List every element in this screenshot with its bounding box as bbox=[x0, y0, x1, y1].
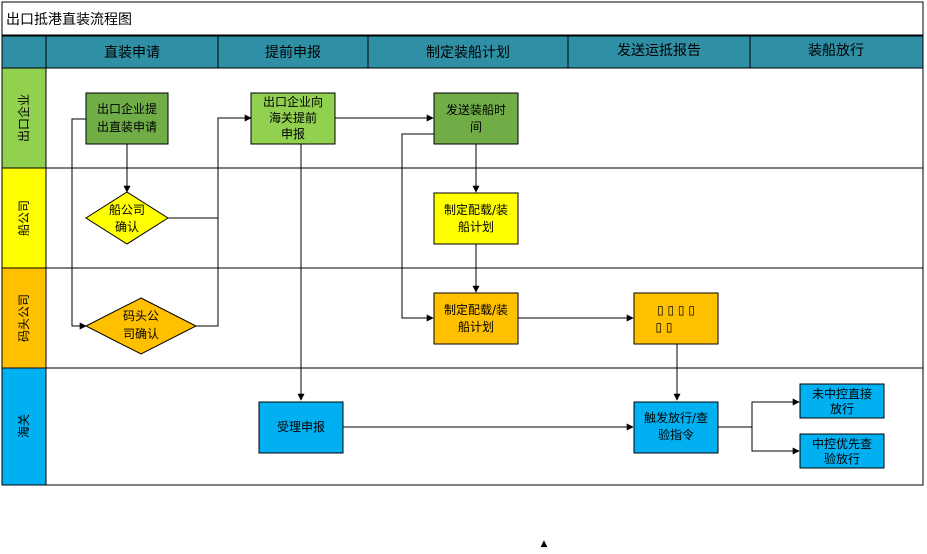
lane-label-terminal: 码头公司 bbox=[17, 294, 31, 342]
lane-header-export bbox=[1, 67, 47, 169]
edge-n2-n4 bbox=[168, 114, 252, 219]
lane-label-customs: 海关 bbox=[16, 414, 31, 438]
column-header-1 bbox=[45, 35, 219, 69]
lane-header-customs bbox=[1, 367, 47, 486]
node-n2: 船公司确认 bbox=[85, 191, 169, 245]
svg-text:码头公司确认: 码头公司确认 bbox=[123, 309, 159, 341]
edge-n6-n8 bbox=[401, 133, 434, 322]
svg-text:触发放行/查验指令: 触发放行/查验指令 bbox=[644, 410, 708, 442]
svg-text:制定配载/装船计划: 制定配载/装船计划 bbox=[444, 202, 508, 234]
edge-n10-n11 bbox=[751, 398, 800, 427]
node-n4: 出口企业向海关提前申报 bbox=[250, 92, 336, 145]
diagram-title: 出口抵港直装流程图 bbox=[6, 11, 132, 28]
lane-label-ship: 船公司 bbox=[17, 200, 31, 236]
svg-text:发送装船时间: 发送装船时间 bbox=[446, 102, 506, 134]
node-n8: 制定配载/装船计划 bbox=[433, 292, 519, 345]
node-n10: 触发放行/查验指令 bbox=[633, 401, 719, 454]
edge-n10-n12 bbox=[751, 427, 800, 455]
node-n7: 制定配载/装船计划 bbox=[433, 192, 519, 245]
node-n9: ▯ ▯ ▯ ▯▯ ▯ bbox=[633, 292, 719, 345]
column-label-2: 提前申报 bbox=[265, 44, 321, 61]
column-label-4: 发送运抵报告 bbox=[617, 43, 701, 59]
column-header-2 bbox=[217, 35, 369, 69]
connectors bbox=[71, 114, 800, 455]
node-n12: 中控优先查验放行 bbox=[799, 433, 885, 469]
svg-text:▯ ▯ ▯ ▯▯ ▯: ▯ ▯ ▯ ▯▯ ▯ bbox=[655, 303, 694, 334]
column-label-5: 装船放行 bbox=[808, 43, 864, 59]
svg-text:中控优先查验放行: 中控优先查验放行 bbox=[812, 436, 872, 466]
title-bar bbox=[1, 1, 924, 36]
lane-label-export: 出口企业 bbox=[16, 94, 31, 142]
edge-n3-join bbox=[196, 218, 219, 327]
node-n11: 未中控直接放行 bbox=[799, 383, 885, 419]
lane-header-ship bbox=[1, 167, 47, 269]
node-n6: 发送装船时间 bbox=[433, 92, 519, 145]
node-n3: 码头公司确认 bbox=[84, 297, 198, 355]
column-header-3 bbox=[367, 35, 569, 69]
svg-text:出口企业提出直装申请: 出口企业提出直装申请 bbox=[97, 101, 157, 134]
lane-header-terminal bbox=[1, 267, 47, 369]
svg-text:制定配载/装船计划: 制定配载/装船计划 bbox=[444, 302, 508, 334]
edge-n1-n3 bbox=[71, 118, 87, 330]
column-header-row: 直装申请 提前申报 制定装船计划 发送运抵报告 装船放行 bbox=[1, 35, 924, 69]
svg-text:受理申报: 受理申报 bbox=[277, 419, 325, 434]
node-n1: 出口企业提出直装申请 bbox=[85, 92, 169, 145]
node-n5: 受理申报 bbox=[258, 401, 344, 454]
footer-mark: ▲ bbox=[541, 539, 548, 549]
svg-text:船公司确认: 船公司确认 bbox=[109, 203, 145, 234]
column-label-3: 制定装船计划 bbox=[426, 45, 510, 61]
svg-text:出口企业向海关提前申报: 出口企业向海关提前申报 bbox=[263, 94, 323, 141]
column-label-1: 直装申请 bbox=[104, 44, 160, 61]
svg-text:未中控直接放行: 未中控直接放行 bbox=[812, 386, 872, 416]
